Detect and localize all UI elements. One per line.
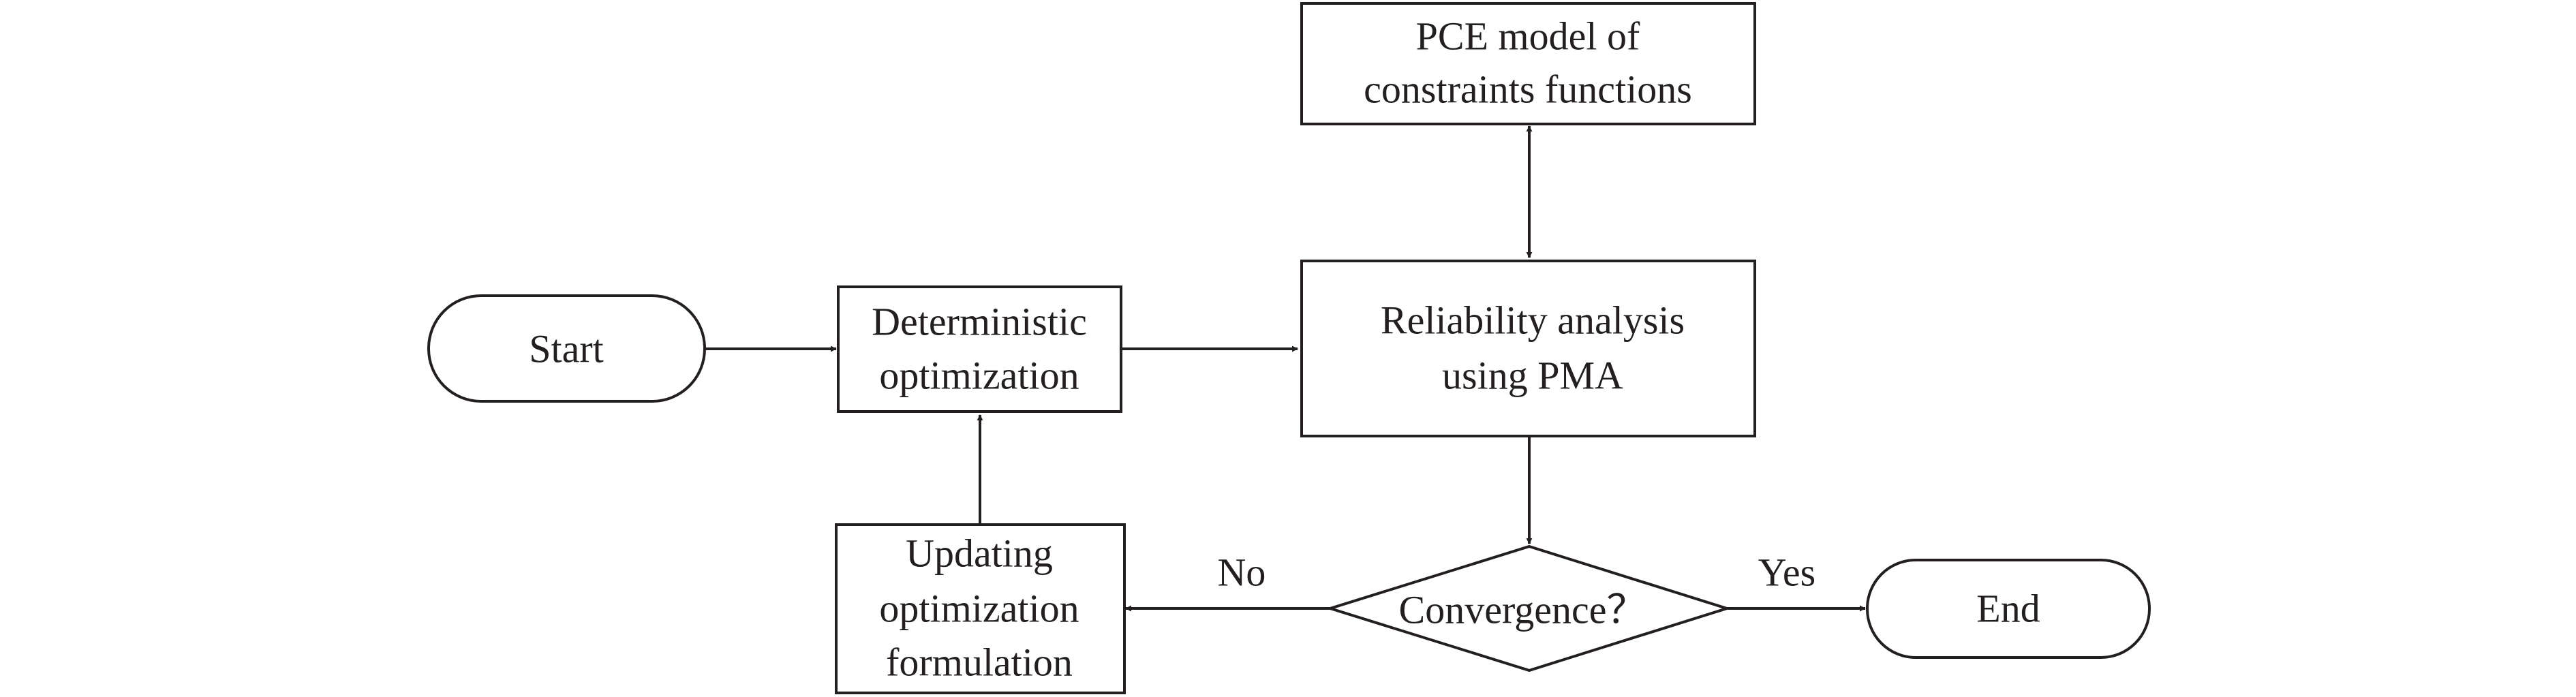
pce-model-label-line-2: constraints functions: [1364, 67, 1692, 112]
updating-label-line-2: optimization: [879, 587, 1079, 631]
reliability-analysis-box: [1300, 260, 1756, 437]
yes-branch-label: Yes: [1758, 551, 1815, 595]
pce-model-box: [1300, 2, 1756, 125]
end-terminator: [1866, 559, 2151, 659]
deterministic-label-line-1: Deterministic: [872, 300, 1087, 344]
reliability-label-line-1: Reliability analysis: [1381, 298, 1685, 343]
reliability-label-line-2: using PMA: [1442, 354, 1623, 398]
end-label: End: [1976, 587, 2040, 631]
start-terminator: [427, 294, 706, 403]
convergence-label: Convergence？: [1399, 588, 1646, 632]
updating-label-line-1: Updating: [906, 531, 1053, 576]
no-branch-label: No: [1218, 551, 1266, 595]
updating-formulation-box: [835, 523, 1126, 694]
deterministic-label-line-2: optimization: [879, 354, 1079, 398]
deterministic-optimization-box: [837, 285, 1122, 413]
pce-model-label-line-1: PCE model of: [1416, 14, 1640, 59]
updating-label-line-3: formulation: [886, 640, 1073, 685]
convergence-decision-diamond: [1325, 544, 1732, 672]
start-label: Start: [529, 327, 604, 371]
